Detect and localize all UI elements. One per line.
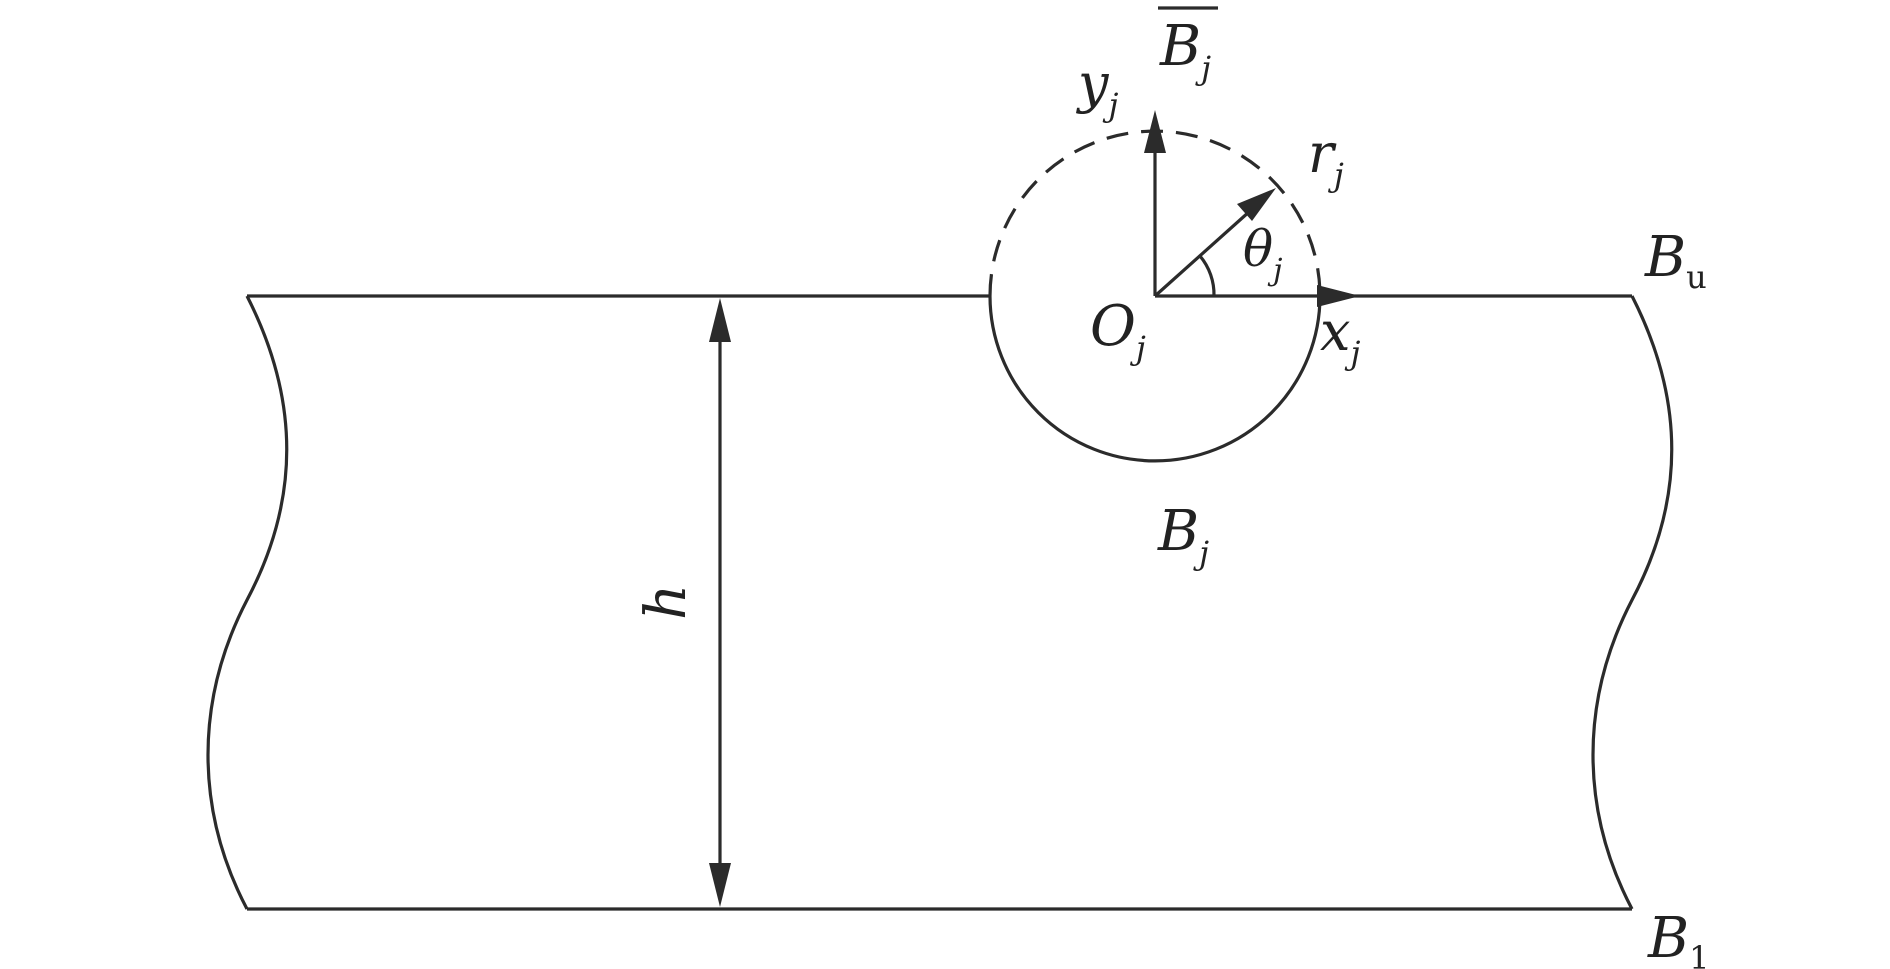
x-axis-label: xj [1320, 300, 1360, 372]
y-axis-label: yj [1076, 52, 1119, 124]
theta-label: θj [1243, 220, 1282, 288]
y-axis-arrowhead [1144, 110, 1166, 153]
origin-label: Oj [1090, 294, 1146, 367]
left-wavy-edge [206, 295, 289, 910]
right-wavy-edge [1591, 295, 1674, 910]
theta-arc [1198, 254, 1216, 297]
height-arrow-top [709, 298, 731, 342]
height-arrow-bottom [709, 863, 731, 907]
radius-label: rj [1308, 122, 1344, 194]
radius-arrowhead [1237, 188, 1276, 221]
x-axis-arrowhead [1317, 285, 1360, 307]
b-bar-label: Bj [1159, 14, 1211, 87]
region-label: Bj [1157, 499, 1209, 572]
lower-boundary-label: B1 [1647, 906, 1710, 969]
upper-boundary-label: Bu [1644, 225, 1707, 296]
height-label: h [634, 584, 699, 620]
hole-lower-boundary [988, 295, 1322, 463]
radius-line [1153, 209, 1252, 298]
